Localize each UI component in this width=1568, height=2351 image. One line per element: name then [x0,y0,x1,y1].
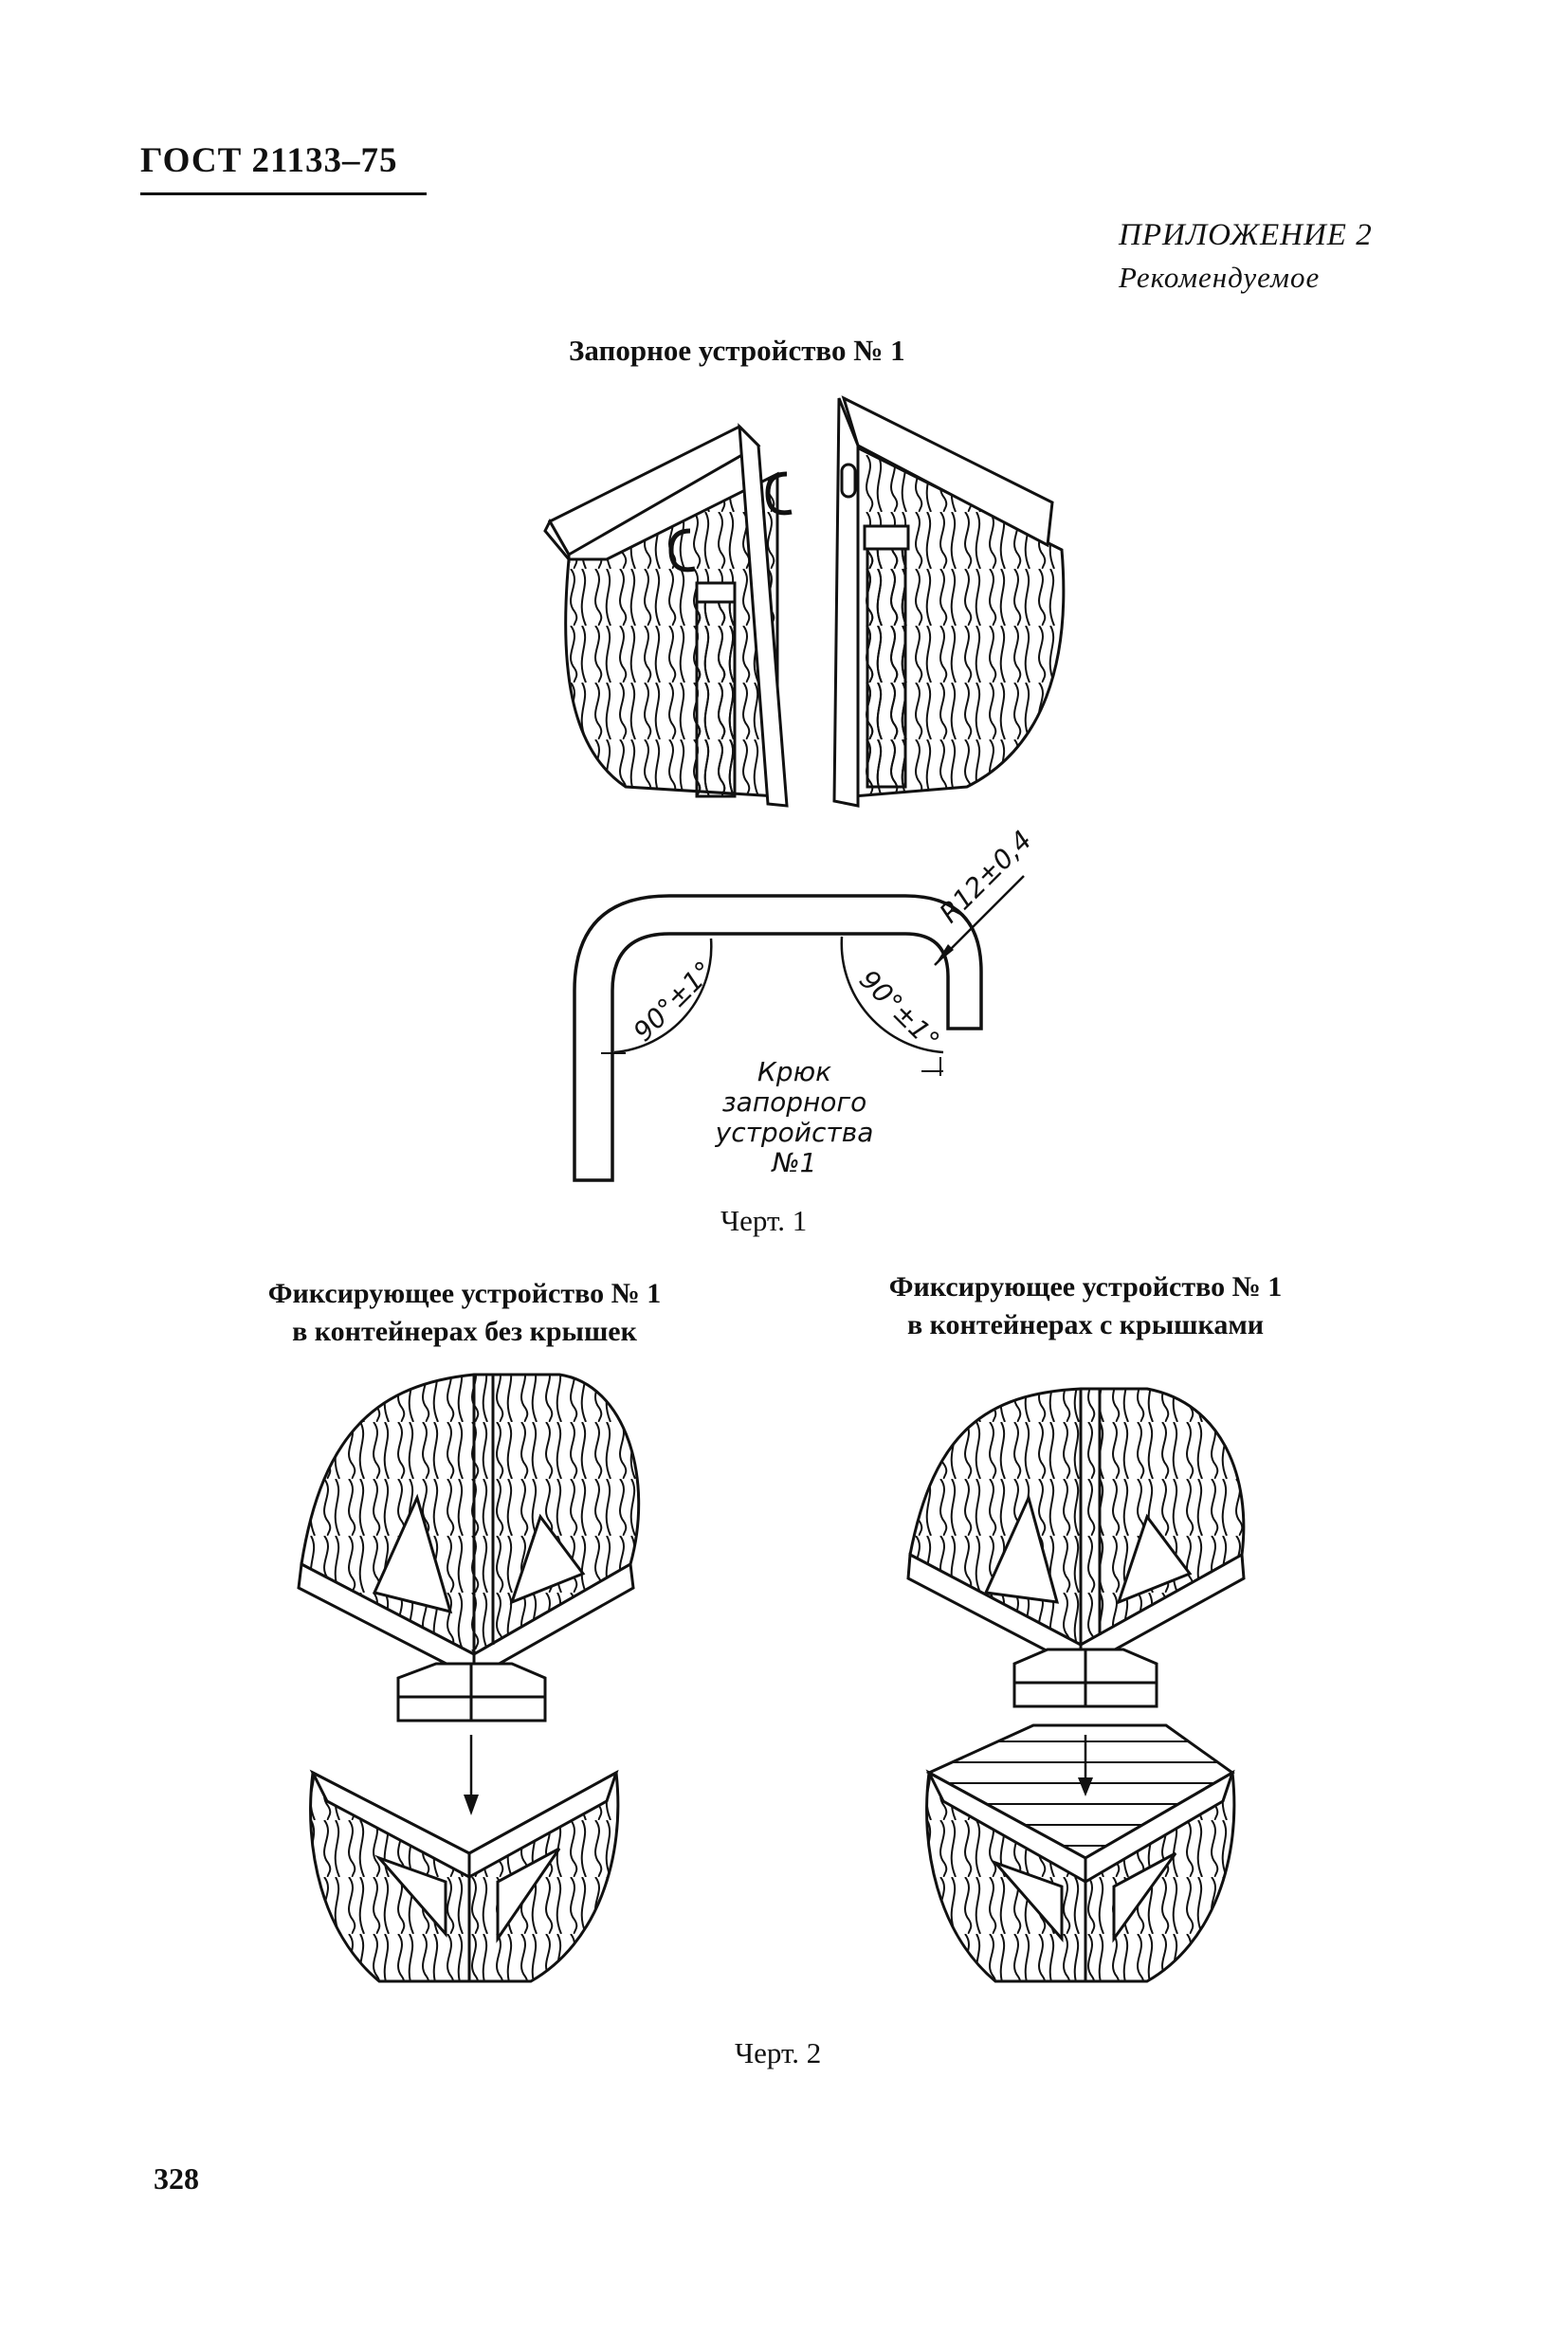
header-rule [140,192,427,195]
angle-left-label: 90°±1° [628,955,720,1048]
hook-label-line4: №1 [771,1147,817,1178]
fixing-right-bracket [1012,1648,1158,1708]
figure2-left-title-line1: Фиксирующее устройство № 1 [267,1278,662,1309]
figure2-left-title: Фиксирующее устройство № 1 в контейнерах… [228,1275,702,1351]
fixing-right-upper [906,1387,1246,1671]
fixing-left-arrow [464,1735,479,1815]
fixing-left-upper [297,1373,641,1681]
figure2-right-title-line1: Фиксирующее устройство № 1 [888,1271,1283,1303]
appendix-title: ПРИЛОЖЕНИЕ 2 [1119,218,1373,252]
figure2-caption: Черт. 2 [735,2036,822,2069]
hook-label-line1: Крюк [757,1056,831,1087]
fixing-right-lower [925,1723,1236,1983]
fixing-left-lower [309,1769,620,1983]
hook-label-line2: запорного [722,1086,867,1118]
page-number: 328 [154,2161,199,2196]
fixing-left-bracket [396,1662,547,1722]
angle-right-label: 90°±1° [853,964,946,1057]
figure1-title: Запорное устройство № 1 [569,334,905,367]
figure2-left-title-line2: в контейнерах без крышек [292,1316,637,1347]
hook-label-line3: устройства [715,1117,874,1148]
lock-right-panel [832,395,1066,808]
figure2-right-title-line2: в контейнерах с крышками [906,1309,1265,1340]
figure2-right-title: Фиксирующее устройство № 1 в контейнерах… [848,1268,1322,1344]
lock-left-panel [543,423,793,808]
hook-drawing [573,875,1025,1182]
appendix-status: Рекомендуемое [1119,261,1321,294]
standard-number: ГОСТ 21133–75 [140,141,398,180]
figure1-caption: Черт. 1 [720,1204,808,1237]
